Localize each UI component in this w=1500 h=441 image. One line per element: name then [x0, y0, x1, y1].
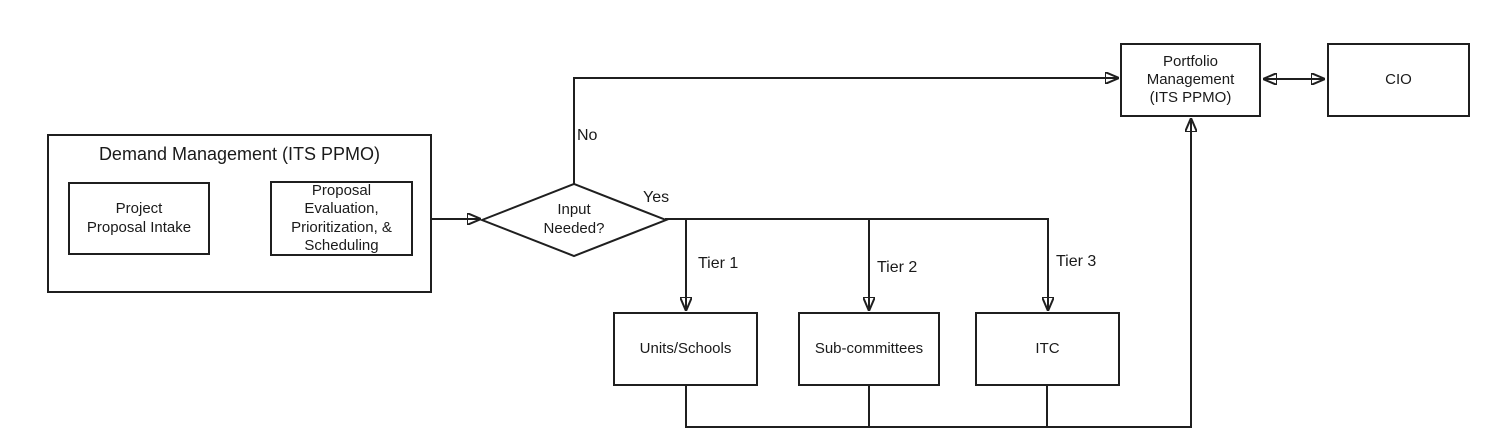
node-subcommittees-label: Sub-committees	[814, 339, 924, 357]
node-itc-label: ITC	[1035, 339, 1060, 357]
node-subcommittees: Sub-committees	[798, 312, 940, 386]
node-itc: ITC	[975, 312, 1120, 386]
node-cio: CIO	[1327, 43, 1470, 117]
node-project-proposal-intake: Project Proposal Intake	[68, 182, 210, 255]
edge-label-tier2: Tier 2	[877, 259, 918, 276]
node-portfolio-management-label: Portfolio Management (ITS PPMO)	[1146, 52, 1235, 107]
edge-label-tier1: Tier 1	[698, 255, 739, 272]
edge-label-yes: Yes	[643, 189, 670, 206]
connector-yes-main-and-tier3-drop	[665, 218, 1048, 310]
node-units-schools-label: Units/Schools	[639, 339, 732, 357]
edge-label-tier3: Tier 3	[1056, 253, 1097, 270]
node-cio-label: CIO	[1385, 70, 1412, 88]
demand-management-group-title: Demand Management (ITS PPMO)	[98, 144, 381, 164]
connector-units-return-to-portfolio	[685, 119, 1191, 428]
node-units-schools: Units/Schools	[613, 312, 758, 386]
node-proposal-evaluation-label: Proposal Evaluation, Prioritization, & S…	[291, 181, 392, 254]
edge-label-no: No	[577, 127, 598, 144]
decision-diamond-shape	[479, 182, 669, 258]
node-project-proposal-intake-label: Project Proposal Intake	[86, 200, 192, 236]
node-proposal-evaluation: Proposal Evaluation, Prioritization, & S…	[270, 181, 413, 256]
decision-input-needed-label: Input Needed?	[543, 201, 605, 237]
node-portfolio-management: Portfolio Management (ITS PPMO)	[1120, 43, 1261, 117]
decision-input-needed: Input Needed?	[529, 184, 619, 256]
connector-no-to-portfolio	[573, 78, 1118, 184]
